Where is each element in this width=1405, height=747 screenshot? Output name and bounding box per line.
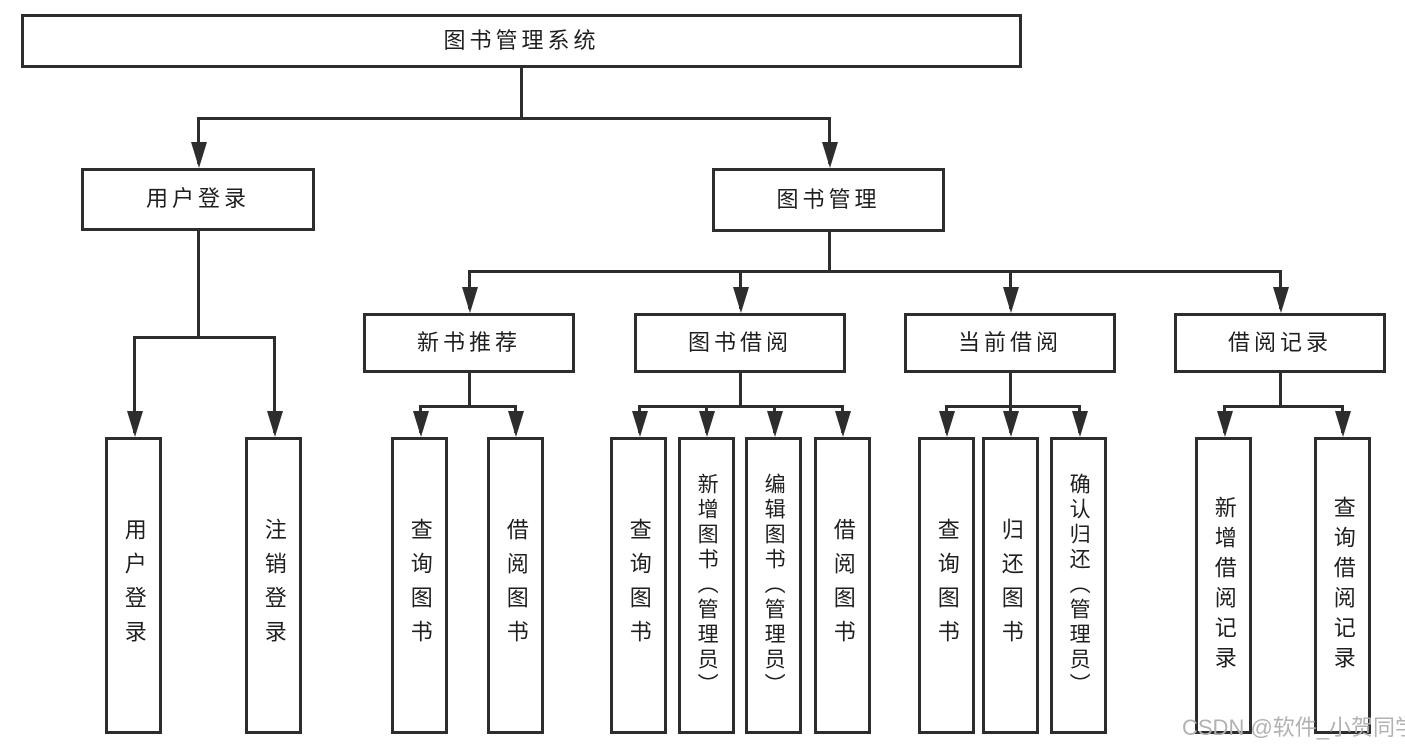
node-current-borrowing: 当前借阅 bbox=[904, 313, 1116, 373]
arrow-to-current-borrowing bbox=[1009, 270, 1012, 309]
arrow-to-user-login bbox=[197, 117, 200, 164]
csdn-watermark: CSDN @软件_小贺同学 bbox=[1182, 715, 1405, 740]
node-book-borrowing: 图书借阅 bbox=[634, 313, 846, 373]
leaf-edit-books-admin: 编辑图书（管理员） bbox=[745, 437, 802, 734]
arrow-to-borrow-books-recommend bbox=[514, 405, 517, 433]
leaf-borrow-books-recommend: 借阅图书 bbox=[487, 437, 544, 734]
leaf-add-books-admin: 新增图书（管理员） bbox=[678, 437, 735, 734]
arrow-to-borrow-books-borrowing bbox=[841, 405, 844, 433]
connector-root-rail bbox=[197, 117, 830, 120]
leaf-user-login: 用户登录 bbox=[105, 437, 162, 734]
leaf-add-borrow-record: 新增借阅记录 bbox=[1195, 437, 1252, 734]
connector-new-book-recommend-stub bbox=[468, 373, 471, 405]
connector-book-borrowing-rail bbox=[638, 405, 843, 408]
leaf-query-books-borrowing: 查询图书 bbox=[610, 437, 667, 734]
arrow-to-edit-books-admin bbox=[773, 405, 776, 433]
connector-user-login-trunk bbox=[197, 231, 200, 336]
arrow-to-query-books-borrowing bbox=[638, 405, 641, 433]
arrow-to-leaf-logout bbox=[273, 336, 276, 433]
connector-user-login-rail bbox=[133, 336, 275, 339]
connector-book-management-trunk bbox=[828, 232, 831, 270]
connector-book-borrowing-stub bbox=[739, 373, 742, 405]
arrow-to-new-book-recommend bbox=[468, 270, 471, 309]
arrow-to-leaf-user-login bbox=[133, 336, 136, 433]
arrow-to-borrow-records bbox=[1279, 270, 1282, 309]
connector-borrow-records-stub bbox=[1279, 373, 1282, 405]
node-system-root: 图书管理系统 bbox=[21, 14, 1022, 68]
node-new-book-recommend: 新书推荐 bbox=[363, 313, 575, 373]
arrow-to-query-books-current bbox=[945, 405, 948, 433]
connector-borrow-records-rail bbox=[1223, 405, 1343, 408]
arrow-to-confirm-return-admin bbox=[1078, 405, 1081, 433]
leaf-confirm-return-admin: 确认归还（管理员） bbox=[1050, 437, 1107, 734]
connector-current-borrowing-rail bbox=[945, 405, 1080, 408]
connector-book-management-rail bbox=[468, 270, 1281, 273]
connector-current-borrowing-stub bbox=[1009, 373, 1012, 405]
arrow-to-add-books-admin bbox=[705, 405, 708, 433]
arrow-to-return-books bbox=[1009, 405, 1012, 433]
leaf-logout: 注销登录 bbox=[245, 437, 302, 734]
leaf-borrow-books-borrowing: 借阅图书 bbox=[814, 437, 871, 734]
node-borrow-records: 借阅记录 bbox=[1174, 313, 1386, 373]
arrow-to-query-borrow-record bbox=[1341, 405, 1344, 433]
leaf-return-books: 归还图书 bbox=[982, 437, 1039, 734]
arrow-to-query-books-recommend bbox=[419, 405, 422, 433]
node-user-login: 用户登录 bbox=[81, 168, 315, 231]
arrow-to-add-borrow-record bbox=[1223, 405, 1226, 433]
arrow-to-book-borrowing bbox=[739, 270, 742, 309]
arrow-to-book-management bbox=[828, 117, 831, 164]
connector-new-book-recommend-rail bbox=[419, 405, 516, 408]
leaf-query-books-current: 查询图书 bbox=[918, 437, 975, 734]
leaf-query-books-recommend: 查询图书 bbox=[391, 437, 448, 734]
node-book-management: 图书管理 bbox=[712, 168, 945, 232]
leaf-query-borrow-record: 查询借阅记录 bbox=[1314, 437, 1371, 734]
connector-root-trunk bbox=[520, 68, 523, 117]
